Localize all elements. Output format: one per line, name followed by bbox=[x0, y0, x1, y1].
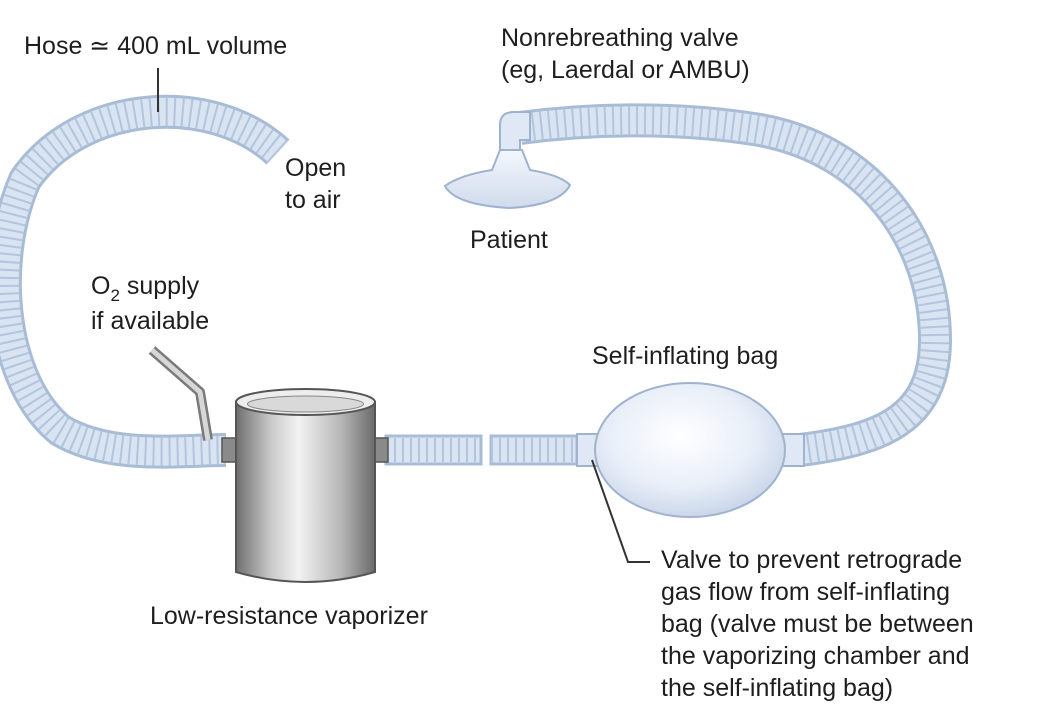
retro-line-5: the self-inflating bag) bbox=[661, 674, 894, 702]
o2-supply-word: supply bbox=[119, 272, 200, 300]
low-resistance-vaporizer bbox=[221, 388, 389, 583]
bag-text: Self-inflating bag bbox=[592, 342, 779, 370]
o2-supply-label: O2 supply if available bbox=[91, 270, 209, 337]
o2-subscript: 2 bbox=[110, 286, 120, 305]
vaporizer-text: Low-resistance vaporizer bbox=[150, 602, 428, 630]
hose-bag-to-patient bbox=[517, 103, 953, 467]
nonrebreathing-valve bbox=[499, 111, 531, 151]
open-label-line-2: to air bbox=[285, 186, 341, 214]
retrograde-valve-leader bbox=[591, 459, 650, 563]
retro-line-3: bag (valve must be between bbox=[661, 610, 974, 638]
valve-label-line-1: Nonrebreathing valve bbox=[501, 24, 739, 52]
o2-supply-tube bbox=[148, 346, 213, 441]
retro-line-2: gas flow from self-inflating bbox=[661, 578, 951, 606]
patient-label: Patient bbox=[470, 224, 548, 256]
o2-label-line-2: if available bbox=[91, 307, 210, 335]
nonrebreathing-valve-label: Nonrebreathing valve (eg, Laerdal or AMB… bbox=[501, 22, 750, 86]
o2-label-line-1: O2 supply bbox=[91, 270, 209, 305]
hose-open-to-air bbox=[0, 94, 290, 469]
valve-label-line-2: (eg, Laerdal or AMBU) bbox=[501, 56, 750, 84]
hose-vaporizer-to-bag bbox=[384, 434, 579, 466]
retro-line-4: the vaporizing chamber and bbox=[661, 642, 970, 670]
patient-text: Patient bbox=[470, 226, 548, 254]
open-label-line-1: Open bbox=[285, 154, 347, 182]
open-to-air-label: Open to air bbox=[285, 152, 346, 216]
retrograde-valve-label: Valve to prevent retrograde gas flow fro… bbox=[661, 544, 974, 704]
retro-line-1: Valve to prevent retrograde bbox=[661, 546, 963, 574]
hose-volume-text: Hose ≃ 400 mL volume bbox=[24, 32, 288, 60]
vaporizer-label: Low-resistance vaporizer bbox=[150, 600, 428, 632]
hose-volume-label: Hose ≃ 400 mL volume bbox=[24, 30, 287, 62]
patient-mask bbox=[443, 149, 572, 210]
o2-symbol: O bbox=[91, 272, 111, 300]
self-inflating-bag-label: Self-inflating bag bbox=[592, 340, 778, 372]
self-inflating-bag bbox=[576, 382, 805, 518]
